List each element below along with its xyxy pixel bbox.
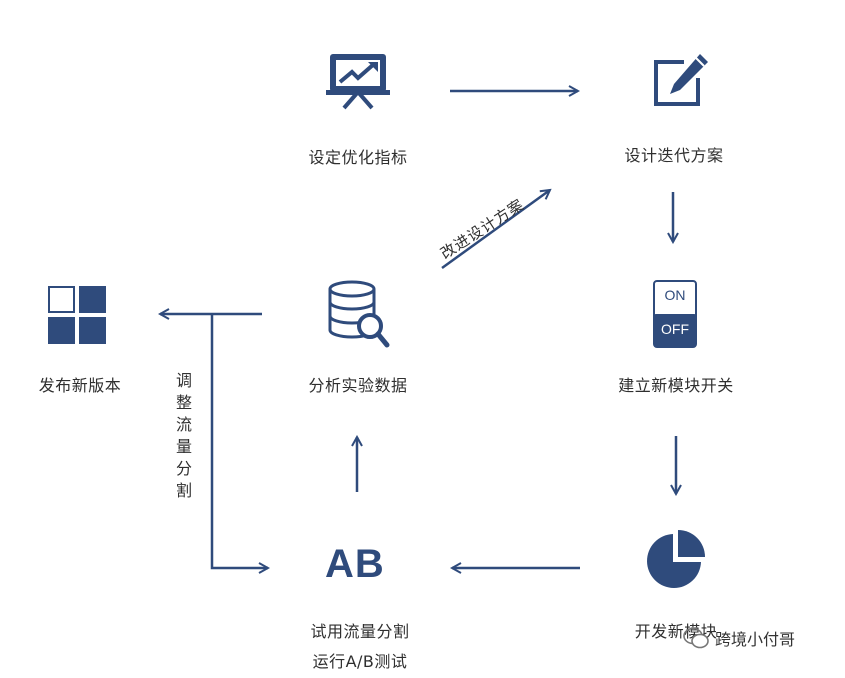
on-off-switch-icon: ON OFF — [653, 280, 697, 348]
arrow-adjust-traffic — [210, 314, 268, 568]
ab-icon: AB — [325, 542, 385, 586]
node-label-ab-line2: 运行A/B测试 — [312, 652, 408, 671]
edit-pen-icon — [648, 50, 712, 110]
edge-label-adjust-traffic: 调整流量分割 — [173, 372, 192, 504]
node-label-set-metrics: 设定优化指标 — [308, 148, 408, 167]
arrow-analyze-to-design — [441, 190, 550, 270]
database-search-icon — [326, 280, 390, 350]
node-label-release: 发布新版本 — [38, 376, 122, 395]
node-label-design-iteration: 设计迭代方案 — [624, 146, 724, 165]
watermark-text: 跨境小付哥 — [715, 630, 796, 649]
grid-blocks-icon — [48, 286, 106, 344]
switch-on-text: ON — [664, 287, 686, 303]
node-label-build-switch: 建立新模块开关 — [618, 376, 734, 395]
watermark: 跨境小付哥 — [683, 626, 795, 650]
node-label-analyze-data: 分析实验数据 — [308, 376, 408, 395]
presentation-chart-icon — [322, 50, 394, 112]
pie-chart-icon — [643, 528, 707, 592]
switch-off-text: OFF — [661, 321, 689, 337]
wechat-icon — [683, 627, 709, 649]
node-label-ab-line1: 试用流量分割 — [310, 622, 410, 641]
